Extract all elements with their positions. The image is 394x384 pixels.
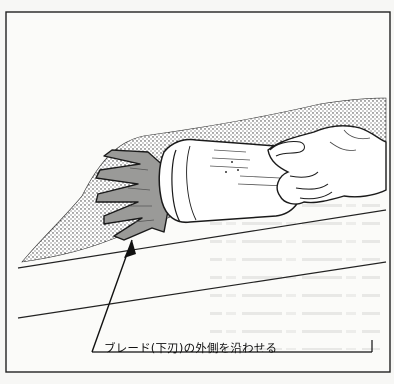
ground-line-lower [17, 261, 387, 319]
figure-caption: ブレード(下刃)の外側を沿わせる [104, 341, 278, 355]
pointer-arrow-icon [91, 239, 373, 353]
ground-line-upper [17, 209, 387, 269]
hand-icon [267, 125, 387, 205]
trimmer-icon [95, 138, 305, 241]
